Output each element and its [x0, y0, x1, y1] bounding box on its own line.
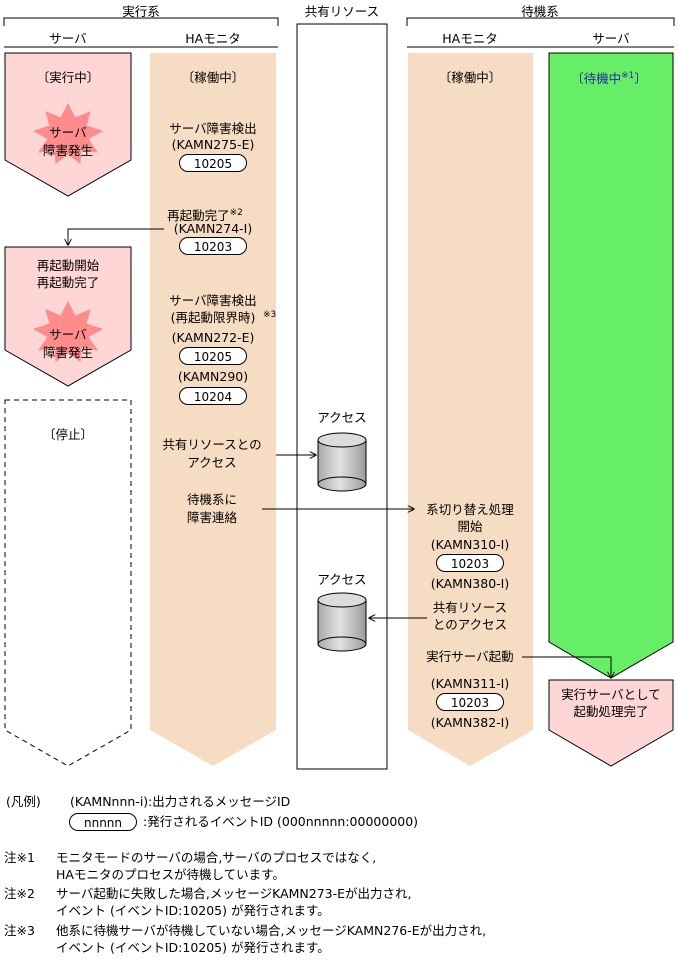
- col-ha-standby: HAモニタ: [442, 31, 498, 46]
- detect1-event: 10205: [179, 154, 247, 172]
- detect1-msg: (KAMN275-E): [171, 137, 255, 152]
- switch-line2: 開始: [457, 519, 483, 534]
- note-2-line1: サーバ起動に失敗した場合,メッセージKAMN273-Eが出力され,: [56, 886, 412, 901]
- note-1-line1: モニタモードのサーバの場合,サーバのプロセスではなく,: [56, 850, 377, 865]
- detect2-note: ※3: [263, 310, 277, 320]
- standby-server-state: 〔待機中※1〕: [571, 68, 647, 87]
- restart-done-note: ※2: [229, 208, 243, 218]
- restart-event: 10203: [179, 237, 247, 255]
- legend-title: (凡例): [6, 794, 41, 809]
- detect2-msg2: (KAMN290): [177, 369, 249, 384]
- done-line1: 実行サーバとして: [561, 687, 661, 702]
- col-server-active: サーバ: [49, 31, 87, 46]
- standby-state-close: 〕: [634, 71, 647, 87]
- note-3-line1: 他系に待機サーバが待機していない場合,メッセージKAMN276-Eが出力され,: [56, 923, 487, 938]
- detect2-msg: (KAMN272-E): [171, 330, 255, 345]
- note-1-key: 注※1: [4, 850, 35, 865]
- start-server-label: 実行サーバ起動: [426, 649, 514, 664]
- header-shared-resource: 共有リソース: [304, 4, 380, 19]
- restart-msg: (KAMN274-I): [173, 221, 253, 236]
- start-msg: (KAMN311-I): [430, 676, 510, 691]
- start-msg2: (KAMN382-I): [430, 715, 510, 730]
- detect2-line2: (再起動限界時): [170, 310, 256, 325]
- standby-ha-lane: [408, 53, 533, 766]
- failure-burst-1: [32, 102, 104, 164]
- switch-line1: 系切り替え処理: [426, 502, 514, 517]
- notify-line2: 障害連絡: [186, 510, 238, 525]
- active-server-state-running: 〔実行中〕: [36, 70, 100, 85]
- active-access-line2: アクセス: [187, 455, 237, 470]
- standby-state-note: ※1: [621, 71, 635, 81]
- standby-server-lane: [548, 52, 674, 679]
- switch-event: 10203: [436, 554, 504, 572]
- note-2-line2: イベント (イベントID:10205) が発行されます。: [56, 903, 330, 918]
- header-brackets: [3, 17, 675, 48]
- detect2-line1: サーバ障害検出: [169, 293, 257, 308]
- note-2: 注※2 サーバ起動に失敗した場合,メッセージKAMN273-Eが出力され,: [4, 885, 412, 902]
- shared-access-1: アクセス: [317, 410, 367, 425]
- legend-event-desc: :発行されるイベントID (000nnnnn:00000000): [143, 814, 419, 829]
- legend-event-sample: nnnnn: [69, 813, 137, 831]
- standby-state-text: 〔待機中: [571, 71, 622, 87]
- notify-line1: 待機系に: [186, 492, 238, 507]
- active-server-state-stopped: 〔停止〕: [42, 427, 94, 442]
- active-ha-state: 〔稼働中〕: [181, 70, 245, 85]
- note-3-line2: イベント (イベントID:10205) が発行されます。: [56, 940, 330, 955]
- failure1-line2: 障害発生: [42, 143, 94, 158]
- standby-access-line2: とのアクセス: [432, 617, 508, 632]
- detect2-event: 10205: [179, 347, 247, 365]
- legend-msg-desc: :出力されるメッセージID: [148, 794, 291, 809]
- active-ha-lane: [150, 53, 276, 766]
- col-server-standby: サーバ: [592, 31, 630, 46]
- shared-resource-lane: [296, 23, 388, 770]
- detect1-label: サーバ障害検出: [169, 121, 257, 136]
- note-2-key: 注※2: [4, 886, 35, 901]
- arrow-restart: [68, 228, 164, 245]
- header-active-system: 実行系: [122, 4, 160, 19]
- restart-line1: 再起動開始: [36, 258, 100, 273]
- standby-access-line1: 共有リソース: [432, 600, 508, 615]
- legend-msg-sample: (KAMNnnn-i): [70, 794, 149, 809]
- standby-ha-state: 〔稼働中〕: [438, 70, 502, 85]
- shared-disk-icon-2: [317, 592, 367, 652]
- header-standby-system: 待機系: [521, 4, 559, 19]
- shared-disk-icon-1: [317, 432, 367, 492]
- shared-access-2: アクセス: [317, 572, 367, 587]
- col-ha-active: HAモニタ: [185, 31, 241, 46]
- switch-msg2: (KAMN380-I): [430, 576, 510, 591]
- restart-done-label: 再起動完了※2: [167, 205, 243, 224]
- done-line2: 起動処理完了: [573, 704, 649, 719]
- detect2-event2: 10204: [179, 387, 247, 405]
- arrow-start-server: [522, 656, 611, 678]
- failure-burst-2: [32, 300, 104, 362]
- note-1-line2: HAモニタのプロセスが待機しています。: [56, 867, 285, 882]
- switch-msg: (KAMN310-I): [430, 537, 510, 552]
- active-server-stopped-block: [4, 399, 132, 767]
- note-3: 注※3 他系に待機サーバが待機していない場合,メッセージKAMN276-Eが出力さ…: [4, 922, 486, 939]
- active-access-line1: 共有リソースとの: [162, 437, 262, 452]
- start-event: 10203: [436, 693, 504, 711]
- restart-line2: 再起動完了: [36, 275, 100, 290]
- failure2-line2: 障害発生: [42, 345, 94, 360]
- standby-server-done-block: [548, 679, 674, 767]
- failure2-line1: サーバ: [49, 327, 87, 342]
- failure1-line1: サーバ: [49, 125, 87, 140]
- note-3-key: 注※3: [4, 923, 35, 938]
- restart-done-text: 再起動完了: [167, 208, 230, 224]
- note-1: 注※1 モニタモードのサーバの場合,サーバのプロセスではなく,: [4, 849, 376, 866]
